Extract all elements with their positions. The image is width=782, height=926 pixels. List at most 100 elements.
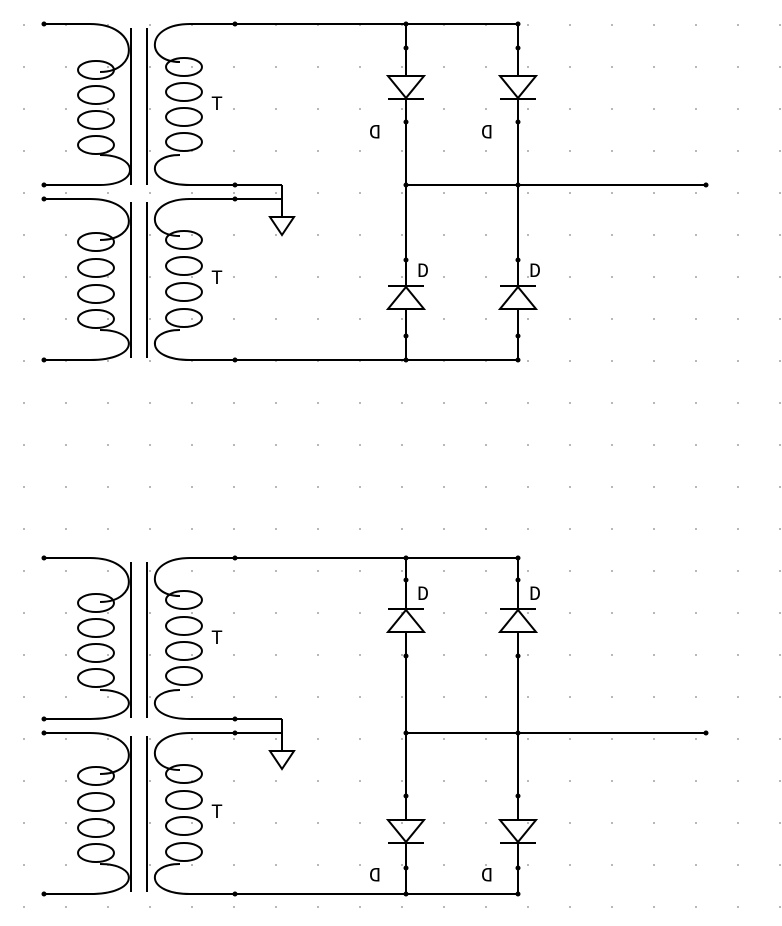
grid-dot xyxy=(107,696,109,698)
grid-dot xyxy=(107,570,109,572)
grid-dot xyxy=(569,444,571,446)
grid-dot xyxy=(275,654,277,656)
grid-dot xyxy=(65,486,67,488)
grid-dot xyxy=(23,444,25,446)
grid-dot xyxy=(737,150,739,152)
grid-dot xyxy=(401,570,403,572)
ground-symbol-lower xyxy=(268,719,296,771)
grid-dot xyxy=(107,612,109,614)
secondary-winding-lower-a xyxy=(153,557,282,720)
grid-dot xyxy=(695,906,697,908)
grid-dot xyxy=(653,66,655,68)
transformer-core-lower-a xyxy=(130,562,148,718)
primary-winding-upper-a xyxy=(44,23,131,186)
grid-dot xyxy=(401,276,403,278)
grid-dot xyxy=(107,360,109,362)
junction-dot xyxy=(515,730,521,736)
grid-dot xyxy=(149,822,151,824)
junction-dot xyxy=(403,891,409,897)
grid-dot xyxy=(569,612,571,614)
junction-dot xyxy=(403,793,409,799)
grid-dot xyxy=(359,780,361,782)
grid-dot xyxy=(695,66,697,68)
grid-dot xyxy=(149,612,151,614)
grid-dot xyxy=(443,318,445,320)
grid-dot xyxy=(359,66,361,68)
grid-dot xyxy=(569,108,571,110)
grid-dot xyxy=(359,654,361,656)
grid-dot xyxy=(401,444,403,446)
diode-label: D xyxy=(369,118,381,141)
grid-dot xyxy=(401,150,403,152)
grid-dot xyxy=(233,108,235,110)
grid-dot xyxy=(569,276,571,278)
grid-dot xyxy=(149,654,151,656)
diode-label: D xyxy=(369,861,381,884)
grid-dot xyxy=(611,318,613,320)
grid-dot xyxy=(653,360,655,362)
grid-dot xyxy=(359,402,361,404)
grid-dot xyxy=(779,822,781,824)
diode-lower-2 xyxy=(497,608,539,633)
grid-dot xyxy=(527,24,529,26)
grid-dot xyxy=(485,108,487,110)
grid-dot xyxy=(233,654,235,656)
grid-dot xyxy=(107,24,109,26)
grid-dot xyxy=(275,486,277,488)
grid-dot xyxy=(317,738,319,740)
grid-dot xyxy=(695,360,697,362)
grid-dot xyxy=(569,318,571,320)
junction-dot xyxy=(515,45,521,51)
grid-dot xyxy=(233,906,235,908)
transformer-core-upper-b xyxy=(130,202,148,358)
grid-dot xyxy=(569,486,571,488)
grid-dot xyxy=(779,528,781,530)
grid-dot xyxy=(485,318,487,320)
grid-dot xyxy=(275,192,277,194)
junction-dot xyxy=(41,555,47,561)
grid-dot xyxy=(65,612,67,614)
grid-dot xyxy=(317,150,319,152)
grid-dot xyxy=(149,402,151,404)
background-grid xyxy=(23,24,781,908)
grid-dot xyxy=(527,108,529,110)
transformer-core-lower-b xyxy=(130,736,148,892)
grid-dot xyxy=(65,444,67,446)
grid-dot xyxy=(107,66,109,68)
grid-dot xyxy=(65,780,67,782)
grid-dot xyxy=(527,192,529,194)
secondary-winding-lower-b xyxy=(153,732,282,895)
grid-dot xyxy=(65,528,67,530)
grid-dot xyxy=(485,66,487,68)
grid-dot xyxy=(695,402,697,404)
grid-dot xyxy=(737,654,739,656)
grid-dot xyxy=(317,276,319,278)
grid-dot xyxy=(443,444,445,446)
grid-dot xyxy=(191,780,193,782)
junction-dot xyxy=(515,21,521,27)
grid-dot xyxy=(443,528,445,530)
grid-dot xyxy=(611,108,613,110)
grid-dot xyxy=(485,234,487,236)
grid-dot xyxy=(569,192,571,194)
grid-dot xyxy=(65,654,67,656)
grid-dot xyxy=(527,864,529,866)
grid-dot xyxy=(275,108,277,110)
grid-dot xyxy=(275,738,277,740)
diode-upper-1 xyxy=(385,75,427,100)
grid-dot xyxy=(317,318,319,320)
grid-dot xyxy=(359,150,361,152)
grid-dot xyxy=(485,402,487,404)
grid-dot xyxy=(233,318,235,320)
grid-dot xyxy=(23,402,25,404)
grid-dot xyxy=(149,360,151,362)
grid-dot xyxy=(233,864,235,866)
grid-dot xyxy=(401,66,403,68)
grid-dot xyxy=(779,24,781,26)
grid-dot xyxy=(23,822,25,824)
grid-dot xyxy=(149,276,151,278)
grid-dot xyxy=(317,654,319,656)
grid-dot xyxy=(653,108,655,110)
grid-dot xyxy=(779,108,781,110)
grid-dot xyxy=(233,738,235,740)
